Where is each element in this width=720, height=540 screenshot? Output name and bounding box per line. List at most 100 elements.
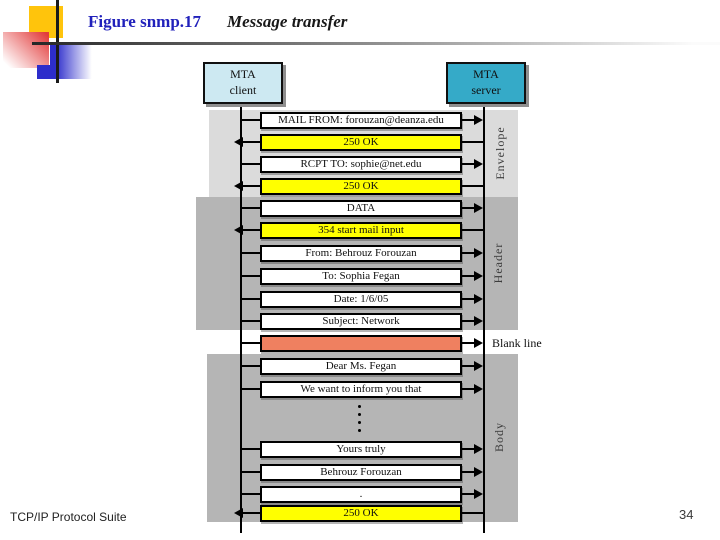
arrow-right-icon — [474, 444, 483, 454]
message-row: . — [0, 486, 720, 503]
connector-line — [241, 471, 260, 473]
message-box: To: Sophia Fegan — [260, 268, 462, 285]
connector-line — [462, 448, 476, 450]
message-row: Subject: Network — [0, 313, 720, 330]
deco-blue-square-small — [37, 65, 54, 79]
message-row: Behrouz Forouzan — [0, 464, 720, 481]
message-row: Yours truly — [0, 441, 720, 458]
message-box: Behrouz Forouzan — [260, 464, 462, 481]
arrow-right-icon — [474, 467, 483, 477]
message-row-blank-line — [0, 335, 720, 352]
message-box: 250 OK — [260, 134, 462, 151]
deco-horizontal-rule — [32, 42, 720, 45]
message-row: 250 OK — [0, 134, 720, 151]
server-lifeline — [483, 100, 485, 533]
connector-line — [462, 163, 476, 165]
connector-line — [462, 493, 476, 495]
deco-vertical-line — [56, 0, 59, 83]
message-box: DATA — [260, 200, 462, 217]
message-box: RCPT TO: sophie@net.edu — [260, 156, 462, 173]
arrow-right-icon — [474, 203, 483, 213]
message-row: Date: 1/6/05 — [0, 291, 720, 308]
message-box: MAIL FROM: forouzan@deanza.edu — [260, 112, 462, 129]
connector-line — [241, 275, 260, 277]
message-box: Dear Ms. Fegan — [260, 358, 462, 375]
mta-server-line1: MTA — [473, 67, 499, 81]
connector-line — [241, 388, 260, 390]
arrow-right-icon — [474, 271, 483, 281]
mta-client-line1: MTA — [230, 67, 256, 81]
arrow-right-icon — [474, 384, 483, 394]
connector-line — [462, 342, 476, 344]
message-row: From: Behrouz Forouzan — [0, 245, 720, 262]
connector-line — [241, 207, 260, 209]
connector-line — [242, 141, 260, 143]
mta-client-line2: client — [229, 83, 257, 97]
message-row: RCPT TO: sophie@net.edu — [0, 156, 720, 173]
message-row: DATA — [0, 200, 720, 217]
connector-line — [241, 320, 260, 322]
deco-red-square — [3, 32, 49, 68]
message-row: To: Sophia Fegan — [0, 268, 720, 285]
blank-line-annotation: Blank line — [492, 336, 542, 350]
arrow-left-icon — [234, 508, 243, 518]
mta-server-box: MTA server — [446, 62, 526, 104]
arrow-right-icon — [474, 159, 483, 169]
message-row: Dear Ms. Fegan — [0, 358, 720, 375]
connector-line — [462, 207, 476, 209]
page-number: 34 — [679, 507, 694, 522]
connector-line — [462, 141, 484, 143]
connector-line — [241, 119, 260, 121]
arrow-right-icon — [474, 489, 483, 499]
ellipsis-dot — [358, 429, 361, 432]
arrow-right-icon — [474, 338, 483, 348]
arrow-left-icon — [234, 181, 243, 191]
connector-line — [462, 388, 476, 390]
arrow-right-icon — [474, 115, 483, 125]
message-row: MAIL FROM: forouzan@deanza.edu — [0, 112, 720, 129]
message-box: From: Behrouz Forouzan — [260, 245, 462, 262]
figure-label: Figure snmp.17 — [88, 12, 202, 31]
client-lifeline — [240, 100, 242, 533]
message-box: Subject: Network — [260, 313, 462, 330]
message-box: Yours truly — [260, 441, 462, 458]
connector-line — [242, 512, 260, 514]
connector-line — [462, 365, 476, 367]
arrow-right-icon — [474, 248, 483, 258]
connector-line — [241, 342, 260, 344]
connector-line — [242, 229, 260, 231]
connector-line — [462, 229, 484, 231]
connector-line — [241, 252, 260, 254]
message-row: 250 OK — [0, 505, 720, 522]
arrow-left-icon — [234, 137, 243, 147]
message-box: 250 OK — [260, 178, 462, 195]
connector-line — [462, 275, 476, 277]
ellipsis-dot — [358, 413, 361, 416]
arrow-right-icon — [474, 294, 483, 304]
connector-line — [462, 119, 476, 121]
connector-line — [462, 512, 484, 514]
connector-line — [241, 493, 260, 495]
message-box: Date: 1/6/05 — [260, 291, 462, 308]
message-box: . — [260, 486, 462, 503]
connector-line — [241, 365, 260, 367]
blank-line-box — [260, 335, 462, 352]
vertical-ellipsis-icon — [358, 405, 361, 437]
ellipsis-dot — [358, 405, 361, 408]
connector-line — [241, 298, 260, 300]
arrow-left-icon — [234, 225, 243, 235]
mta-client-box: MTA client — [203, 62, 283, 104]
connector-line — [462, 185, 484, 187]
mta-server-line2: server — [471, 83, 501, 97]
connector-line — [462, 252, 476, 254]
footer-book-title: TCP/IP Protocol Suite — [10, 510, 127, 524]
figure-title: Message transfer — [227, 12, 348, 31]
arrow-right-icon — [474, 361, 483, 371]
arrow-right-icon — [474, 316, 483, 326]
ellipsis-dot — [358, 421, 361, 424]
message-box: 354 start mail input — [260, 222, 462, 239]
message-row: We want to inform you that — [0, 381, 720, 398]
connector-line — [462, 471, 476, 473]
connector-line — [242, 185, 260, 187]
